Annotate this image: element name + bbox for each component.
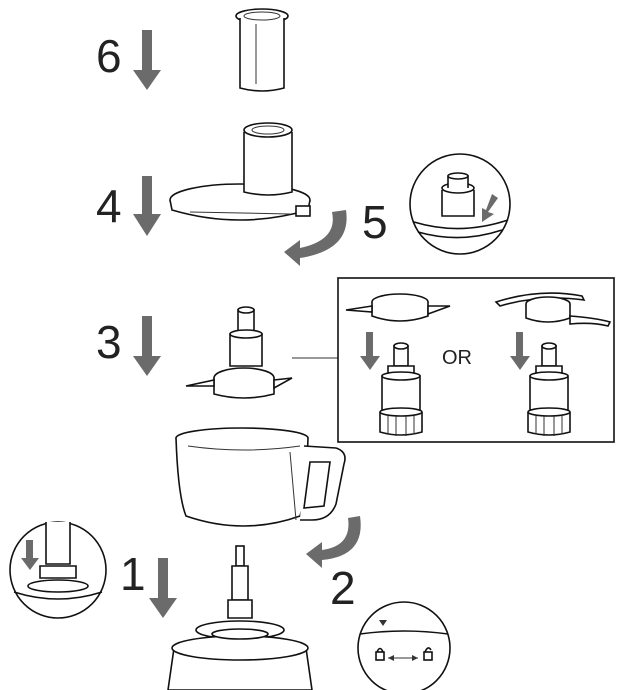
inset-right-spindle [527,342,571,436]
inset-left-down-arrow-icon [360,332,380,370]
step-1-down-arrow-icon [149,558,177,618]
inset-or-label: OR [442,347,472,369]
step-5-detail-circle [409,153,511,255]
unlock-icon [423,647,433,661]
step-3-number: 3 [96,316,122,368]
step-2-lock-detail-circle [357,601,451,690]
step-3-down-arrow-icon [133,316,161,376]
inset-right-down-arrow-icon [510,332,530,370]
chopping-blade-option [494,292,612,327]
blade-holder [185,306,293,399]
step-4-number: 4 [96,180,122,232]
step-1-detail-circle [9,521,107,619]
processing-bowl [175,427,346,527]
step-5-down-arrow-icon [482,194,498,222]
step-1-detail-down-arrow-icon [21,540,39,570]
step-2-rotate-arrow-icon [306,516,361,568]
blade-options-inset: OR [337,277,615,443]
inset-left-spindle [379,342,423,436]
motor-base-with-spindle [167,545,313,690]
step-6-number: 6 [96,30,122,82]
lid-with-feed-tube [169,122,311,221]
step-1-number: 1 [120,548,146,600]
food-pusher [235,8,289,92]
step-2-number: 2 [330,562,356,614]
step-4-rotate-arrow-icon [284,210,347,266]
lock-icon [375,647,385,661]
step-6-down-arrow-icon [133,30,161,90]
step-4-down-arrow-icon [133,176,161,236]
slicing-disc-option [345,293,451,322]
step-5-number: 5 [362,196,388,248]
